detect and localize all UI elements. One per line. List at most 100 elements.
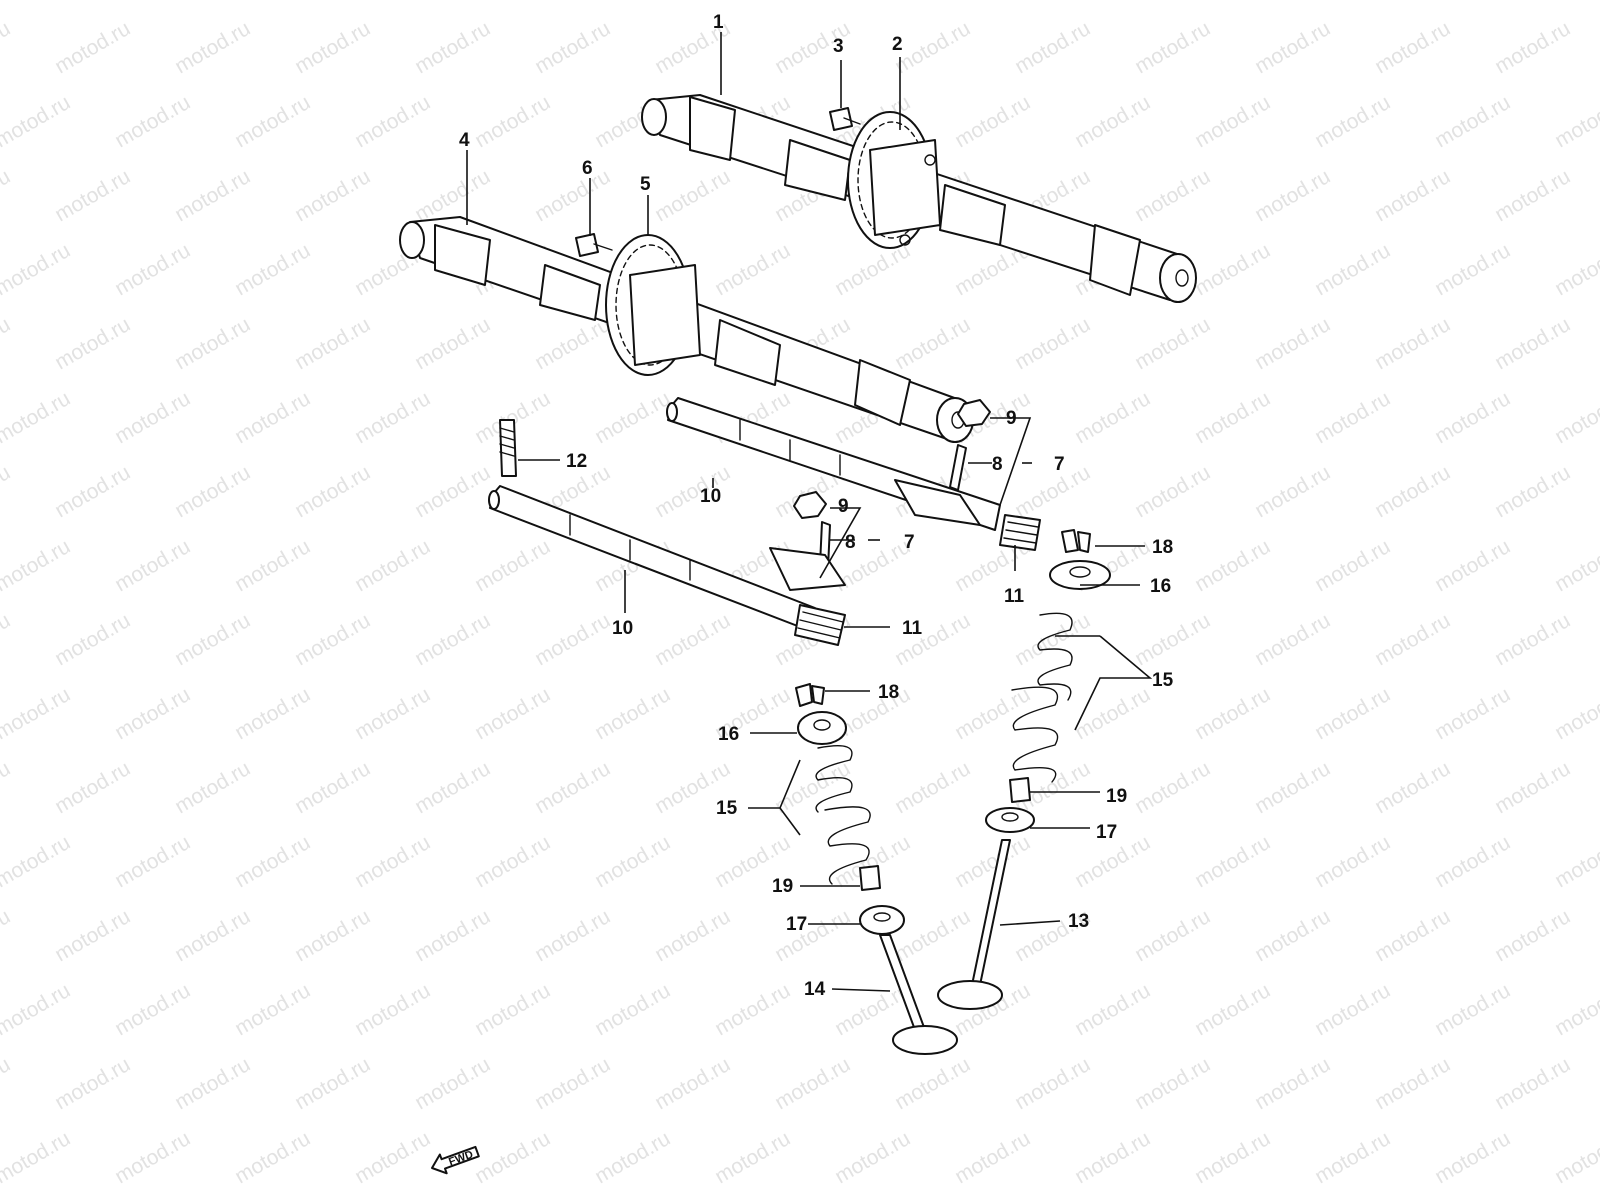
watermark-text: motod.ru bbox=[831, 239, 914, 300]
nut-lower bbox=[793, 491, 827, 519]
watermark-text: motod.ru bbox=[51, 757, 134, 818]
watermark-text: motod.ru bbox=[351, 535, 434, 596]
watermark-text: motod.ru bbox=[1011, 461, 1094, 522]
watermark-text: motod.ru bbox=[51, 17, 134, 78]
watermark-text: motod.ru bbox=[51, 609, 134, 670]
watermark-text: motod.ru bbox=[1551, 979, 1600, 1040]
callout-17-right: 17 bbox=[1096, 822, 1117, 843]
watermark-text: motod.ru bbox=[171, 17, 254, 78]
watermark-text: motod.ru bbox=[51, 165, 134, 226]
callout-7-upper: 7 bbox=[1054, 454, 1065, 475]
watermark-text: motod.ru bbox=[471, 979, 554, 1040]
watermark-text: motod.ru bbox=[351, 91, 434, 152]
watermark-text: motod.ru bbox=[231, 387, 314, 448]
watermark-text: motod.ru bbox=[351, 683, 434, 744]
callout-13: 13 bbox=[1068, 911, 1089, 932]
watermark-text: motod.ru bbox=[651, 165, 734, 226]
watermark-text: motod.ru bbox=[1131, 905, 1214, 966]
watermark-text: motod.ru bbox=[351, 0, 434, 4]
watermark-text: motod.ru bbox=[1071, 387, 1154, 448]
watermark-text: motod.ru bbox=[1311, 535, 1394, 596]
rocker-shaft-lower bbox=[488, 485, 846, 631]
watermark-text: motod.ru bbox=[291, 461, 374, 522]
watermark-text: motod.ru bbox=[1371, 17, 1454, 78]
watermark-text: motod.ru bbox=[1431, 387, 1514, 448]
callout-9-lower: 9 bbox=[838, 496, 849, 517]
watermark-text: motod.ru bbox=[231, 683, 314, 744]
watermark-text: motod.ru bbox=[111, 831, 194, 892]
watermark-text: motod.ru bbox=[1251, 165, 1334, 226]
watermark-text: motod.ru bbox=[711, 0, 794, 4]
watermark-text: motod.ru bbox=[0, 461, 14, 522]
watermark-text: motod.ru bbox=[951, 683, 1034, 744]
callout-1: 1 bbox=[713, 12, 724, 33]
callout-15-left: 15 bbox=[716, 798, 738, 819]
watermark-text: motod.ru bbox=[171, 1053, 254, 1114]
watermark-text: motod.ru bbox=[711, 979, 794, 1040]
watermark-text: motod.ru bbox=[1551, 535, 1600, 596]
watermark-text: motod.ru bbox=[1251, 609, 1334, 670]
watermark-text: motod.ru bbox=[1131, 313, 1214, 374]
watermark-text: motod.ru bbox=[1191, 0, 1274, 4]
watermark-text: motod.ru bbox=[1491, 313, 1574, 374]
watermark-text: motod.ru bbox=[651, 905, 734, 966]
watermark-text: motod.ru bbox=[1251, 313, 1334, 374]
callout-3: 3 bbox=[833, 36, 844, 57]
watermark-text: motod.ru bbox=[291, 313, 374, 374]
watermark-text: motod.ru bbox=[111, 239, 194, 300]
watermark-text: motod.ru bbox=[471, 683, 554, 744]
watermark-text: motod.ru bbox=[111, 979, 194, 1040]
watermark-text: motod.ru bbox=[1491, 165, 1574, 226]
parts-layer bbox=[399, 94, 1197, 1055]
watermark-text: motod.ru bbox=[231, 535, 314, 596]
nut-upper bbox=[957, 399, 991, 427]
watermark-text: motod.ru bbox=[651, 609, 734, 670]
spring-seat-right bbox=[985, 807, 1035, 833]
watermark-text: motod.ru bbox=[291, 609, 374, 670]
spring-seat-left bbox=[859, 905, 905, 935]
watermark-text: motod.ru bbox=[291, 1053, 374, 1114]
watermark-text: motod.ru bbox=[411, 461, 494, 522]
watermark-text: motod.ru bbox=[591, 387, 674, 448]
fwd-label: FWD bbox=[447, 1149, 475, 1169]
watermark-text: motod.ru bbox=[1251, 757, 1334, 818]
callout-17-left: 17 bbox=[786, 914, 807, 935]
watermark-text: motod.ru bbox=[111, 91, 194, 152]
watermark-text: motod.ru bbox=[591, 0, 674, 4]
watermark-text: motod.ru bbox=[711, 239, 794, 300]
watermark-text: motod.ru bbox=[1131, 609, 1214, 670]
watermark-text: motod.ru bbox=[0, 0, 74, 4]
watermark-text: motod.ru bbox=[0, 683, 74, 744]
callout-8-lower: 8 bbox=[845, 532, 856, 553]
watermark-text: motod.ru bbox=[471, 831, 554, 892]
watermark-text: motod.ru bbox=[51, 905, 134, 966]
watermark-text: motod.ru bbox=[171, 313, 254, 374]
watermark-text: motod.ru bbox=[891, 1053, 974, 1114]
watermark-text: motod.ru bbox=[1191, 831, 1274, 892]
valve-springs-right bbox=[1011, 612, 1073, 783]
watermark-text: motod.ru bbox=[1431, 91, 1514, 152]
watermark-text: motod.ru bbox=[1371, 757, 1454, 818]
watermark-text: motod.ru bbox=[771, 757, 854, 818]
watermark-text: motod.ru bbox=[1131, 1053, 1214, 1114]
watermark-text: motod.ru bbox=[0, 831, 74, 892]
callout-8-upper: 8 bbox=[992, 454, 1003, 475]
watermark-text: motod.ru bbox=[1551, 387, 1600, 448]
watermark-text: motod.ru bbox=[1551, 0, 1600, 4]
stud bbox=[499, 419, 517, 477]
watermark-text: motod.ru bbox=[0, 17, 14, 78]
watermark-text: motod.ru bbox=[0, 979, 74, 1040]
watermark-text: motod.ru bbox=[1191, 387, 1274, 448]
watermark-text: motod.ru bbox=[351, 387, 434, 448]
callout-9-upper: 9 bbox=[1006, 408, 1017, 429]
watermark-text: motod.ru bbox=[0, 905, 14, 966]
watermark-text: motod.ru bbox=[1251, 1053, 1334, 1114]
valve-cotter-right bbox=[1061, 529, 1091, 553]
watermark-text: motod.ru bbox=[1491, 461, 1574, 522]
watermark-text: motod.ru bbox=[0, 91, 74, 152]
callout-16-right: 16 bbox=[1150, 576, 1171, 597]
watermark-text: motod.ru bbox=[711, 1127, 794, 1188]
pin-upper bbox=[949, 444, 967, 491]
adjuster-spring-upper bbox=[999, 514, 1041, 551]
